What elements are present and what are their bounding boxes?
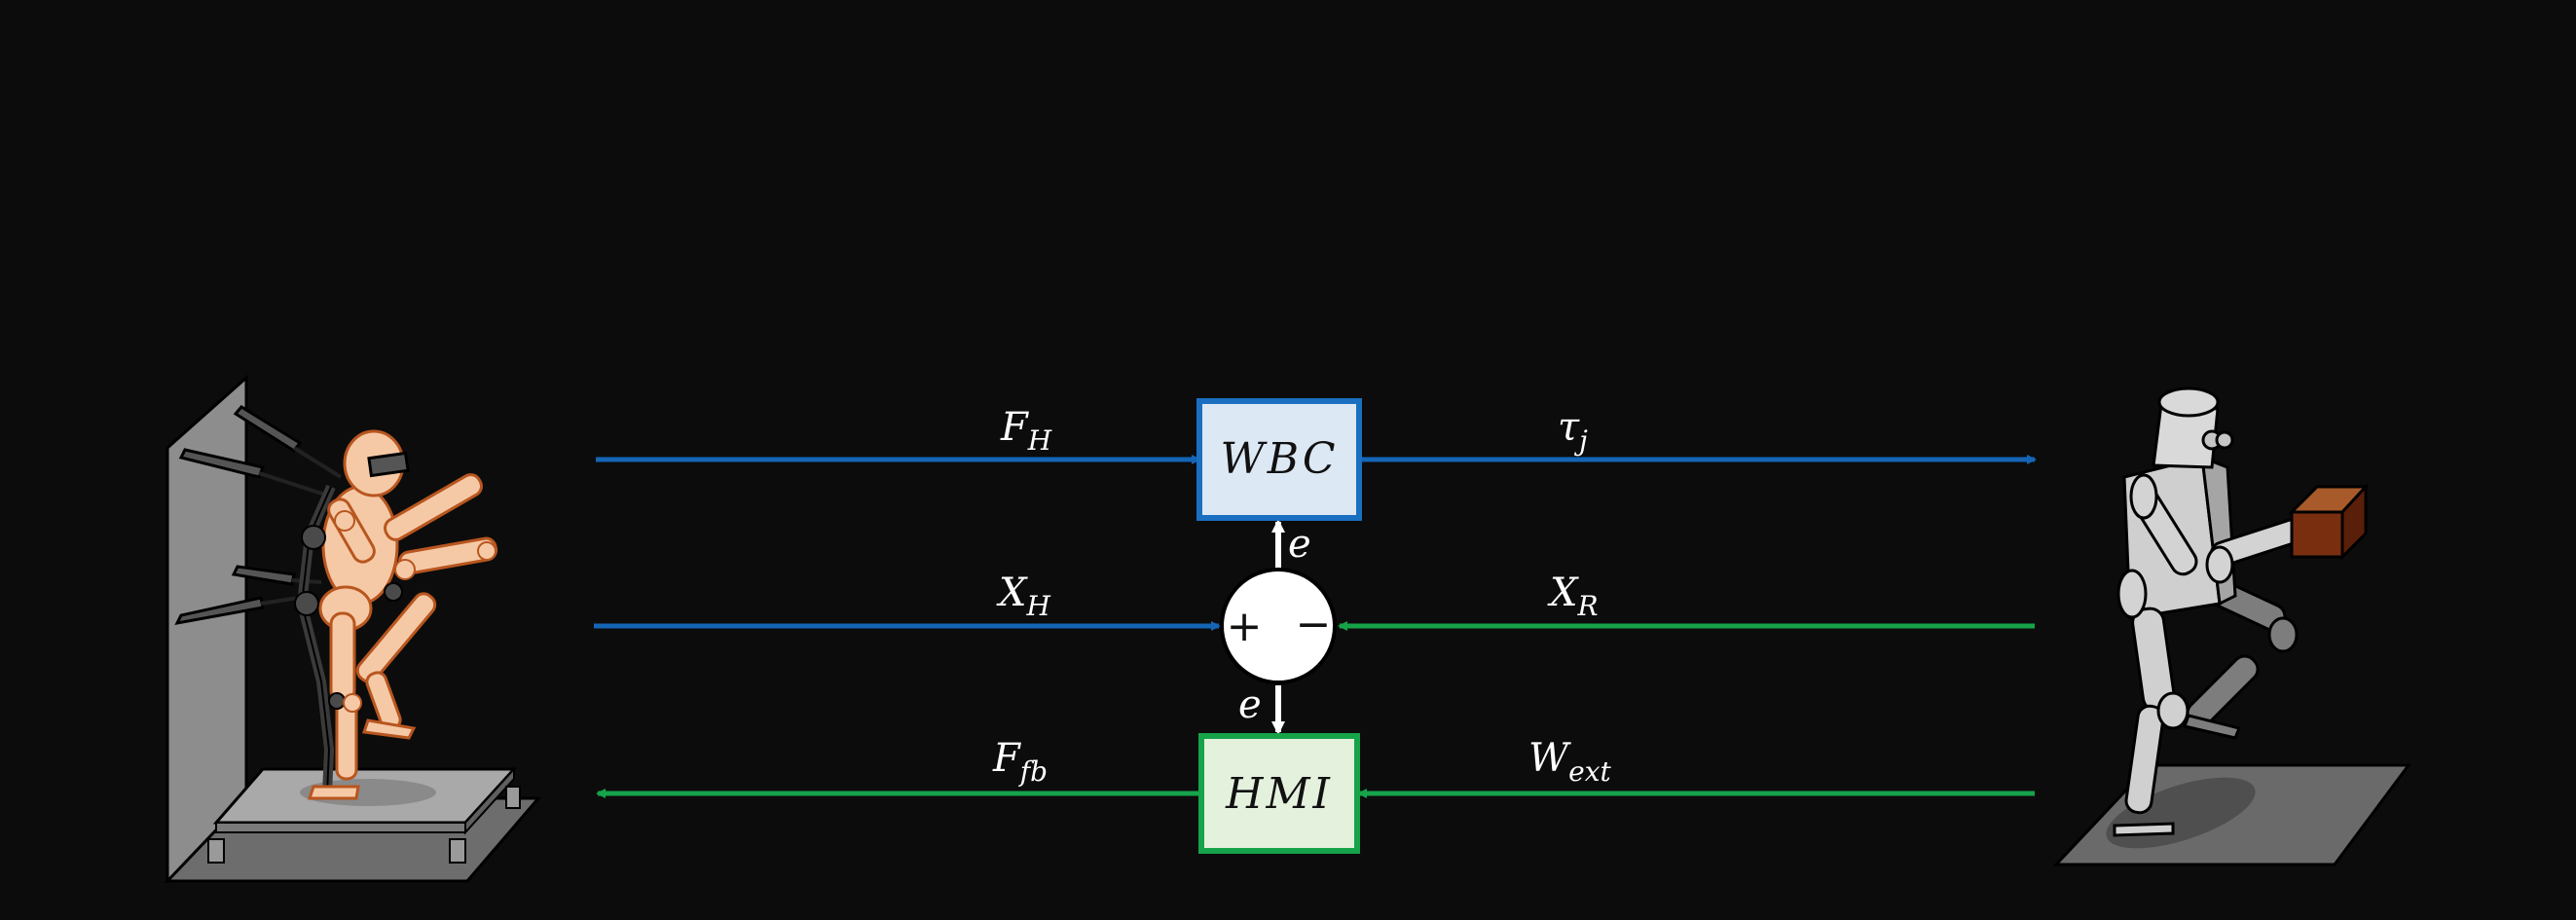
label-force-feedback: Ffb (992, 736, 1048, 788)
minus-sign: − (1296, 600, 1332, 649)
label-pose-human: XH (996, 570, 1050, 622)
plus-sign: + (1227, 602, 1263, 651)
label-pose-robot: XR (1547, 570, 1599, 622)
label-wrench-external: Wext (1528, 736, 1611, 788)
label-torque-joint: τj (1558, 405, 1588, 457)
hmi-block: HMI (1198, 733, 1360, 854)
signal-paths (594, 455, 2037, 798)
summing-junction: + − (1220, 568, 1337, 684)
hmi-label: HMI (1225, 769, 1333, 819)
label-error-up: e (1288, 522, 1311, 567)
human-operator-exoskeleton-icon (164, 374, 542, 884)
wbc-block: WBC (1196, 398, 1362, 521)
humanoid-robot-carrying-box-icon (2052, 386, 2411, 866)
wbc-label: WBC (1220, 434, 1338, 484)
label-force-human: FH (1000, 405, 1052, 457)
label-error-down: e (1238, 682, 1262, 727)
